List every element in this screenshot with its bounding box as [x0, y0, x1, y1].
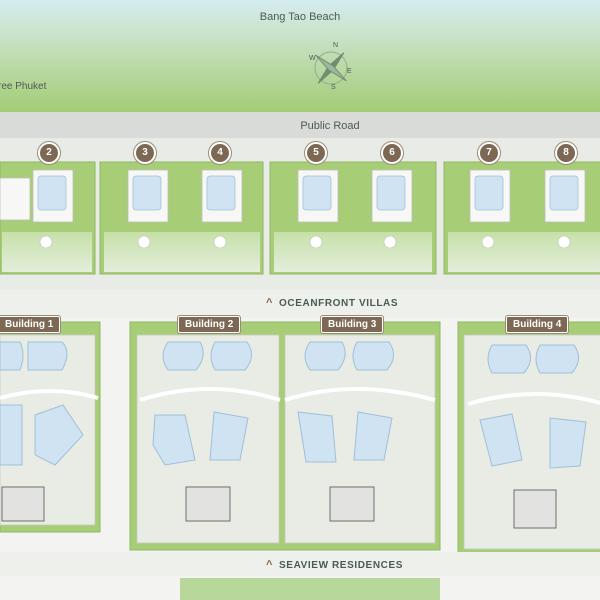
compass-s: S — [331, 84, 336, 91]
villa-lawns — [2, 232, 600, 272]
partial-place-label: ree Phuket — [0, 81, 47, 92]
seaview-residences-text: SEAVIEW RESIDENCES — [279, 560, 404, 571]
building-2-tag[interactable]: Building 2 — [178, 316, 241, 333]
villa-trees — [39, 235, 571, 249]
building-3-tag[interactable]: Building 3 — [321, 316, 384, 333]
public-road — [0, 112, 600, 138]
villa-marker-6[interactable]: 6 — [381, 142, 403, 164]
villa-pools — [37, 175, 579, 211]
villa-marker-7[interactable]: 7 — [478, 142, 500, 164]
compass-n: N — [333, 42, 339, 49]
oceanfront-villas-label[interactable]: ^ OCEANFRONT VILLAS — [266, 297, 398, 309]
road-label: Public Road — [300, 120, 360, 132]
access-road — [0, 290, 600, 318]
compass-w: W — [309, 55, 316, 62]
building-4-tag[interactable]: Building 4 — [506, 316, 569, 333]
chevron-up-icon: ^ — [266, 297, 274, 309]
chevron-up-icon: ^ — [266, 559, 274, 571]
villa-marker-3[interactable]: 3 — [134, 142, 156, 164]
villa-marker-4[interactable]: 4 — [209, 142, 231, 164]
beach-label: Bang Tao Beach — [259, 11, 341, 23]
residence-walkways — [0, 387, 600, 406]
lower-road — [0, 552, 600, 576]
building-1-tag[interactable]: Building 1 — [0, 316, 61, 333]
oceanfront-villas-text: OCEANFRONT VILLAS — [279, 298, 399, 309]
compass-e: E — [347, 68, 352, 75]
villa-marker-5[interactable]: 5 — [305, 142, 327, 164]
villa-marker-8[interactable]: 8 — [555, 142, 577, 164]
beach-lawn-area — [0, 0, 600, 112]
villa-marker-2[interactable]: 2 — [38, 142, 60, 164]
building-cores — [1, 486, 557, 529]
lower-lawn — [180, 578, 440, 600]
seaview-residences-label[interactable]: ^ SEAVIEW RESIDENCES — [266, 559, 403, 571]
residence-pools — [0, 341, 587, 469]
compass-icon — [314, 51, 348, 85]
